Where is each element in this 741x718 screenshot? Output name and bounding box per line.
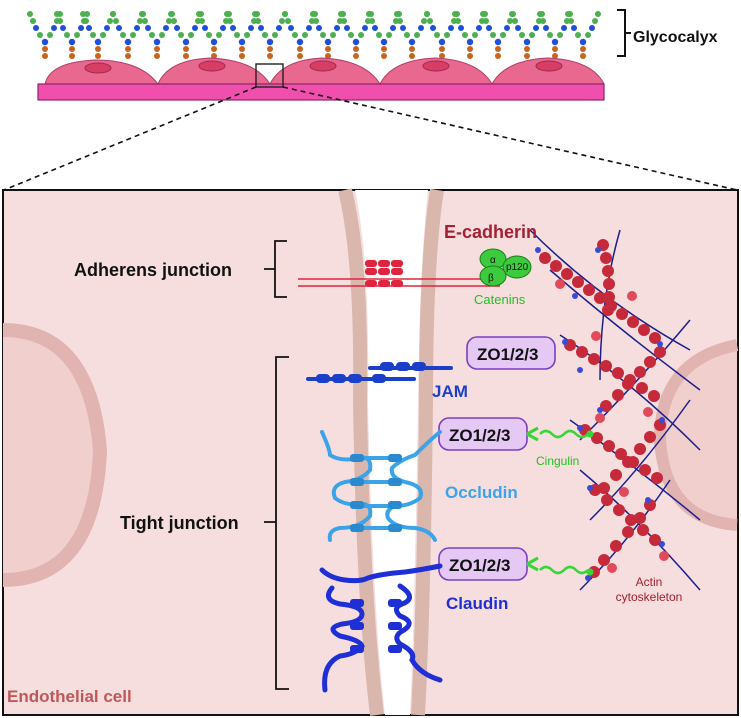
endothelial-cell-label: Endothelial cell bbox=[7, 687, 132, 706]
zoom-line-left bbox=[3, 86, 257, 191]
catenin-alpha: α bbox=[490, 255, 496, 266]
actin-label-line2: cytoskeleton bbox=[616, 590, 683, 604]
zoom-line-right bbox=[282, 86, 738, 191]
cingulin-label: Cingulin bbox=[536, 454, 579, 468]
jam-label: JAM bbox=[432, 382, 468, 401]
catenin-beta: β bbox=[488, 273, 494, 284]
glycocalyx-label: Glycocalyx bbox=[633, 29, 718, 46]
catenin-p120: p120 bbox=[506, 262, 529, 273]
occludin-label: Occludin bbox=[445, 483, 518, 502]
glycocalyx-layer bbox=[27, 11, 601, 59]
zo-box-2 bbox=[438, 417, 594, 451]
catenins-cluster bbox=[479, 248, 532, 287]
adherens-bracket bbox=[264, 240, 287, 298]
zo-label-3: ZO1/2/3 bbox=[449, 556, 510, 575]
claudin-label: Claudin bbox=[446, 594, 508, 613]
e-cadherin-label: E-cadherin bbox=[444, 222, 537, 242]
adherens-junction-label: Adherens junction bbox=[74, 260, 232, 280]
occludin-segments bbox=[350, 454, 402, 532]
endothelial-cell-layer bbox=[37, 57, 605, 101]
zo-label-2: ZO1/2/3 bbox=[449, 426, 510, 445]
zo-label-1: ZO1/2/3 bbox=[477, 345, 538, 364]
tight-junction-bracket bbox=[264, 356, 289, 690]
actin-cytoskeleton bbox=[529, 229, 701, 591]
actin-label-line1: Actin bbox=[636, 575, 663, 589]
e-cadherin bbox=[298, 260, 500, 287]
zoom-box bbox=[255, 63, 284, 88]
catenins-label: Catenins bbox=[474, 292, 526, 307]
basement-membrane bbox=[37, 83, 605, 101]
zo-box-1 bbox=[466, 336, 556, 370]
glycocalyx-bracket bbox=[617, 9, 631, 57]
claudin-segments bbox=[350, 599, 402, 653]
zo-box-3 bbox=[438, 547, 594, 581]
tight-junction-label: Tight junction bbox=[120, 513, 239, 533]
jam-protein bbox=[306, 362, 453, 383]
